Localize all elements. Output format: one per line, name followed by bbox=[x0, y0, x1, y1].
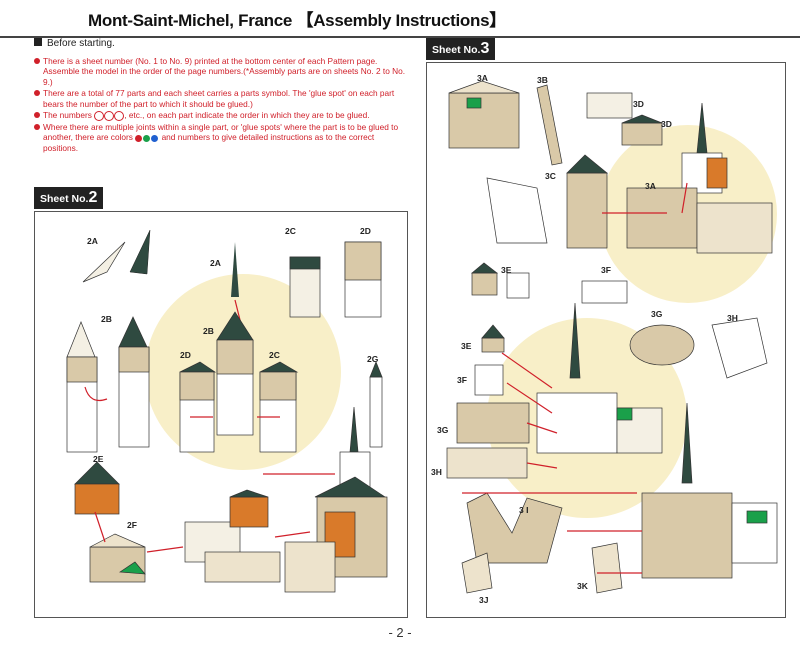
before-starting-heading: Before starting. bbox=[34, 38, 115, 49]
note-text: The numbers bbox=[43, 110, 92, 120]
part-label: 3K bbox=[577, 581, 588, 591]
part-label: 3J bbox=[479, 595, 488, 605]
note-item: Where there are multiple joints within a… bbox=[34, 122, 406, 153]
part-label: 2E bbox=[93, 454, 103, 464]
part-label: 2C bbox=[269, 350, 280, 360]
sheet2-illustration bbox=[35, 212, 407, 617]
circled-number-icon bbox=[104, 111, 114, 121]
part-label: 3D bbox=[633, 99, 644, 109]
part-label: 2D bbox=[180, 350, 191, 360]
part-label: 2G bbox=[367, 354, 378, 364]
part-label: 3F bbox=[457, 375, 467, 385]
sheet2-tab: Sheet No.2 bbox=[34, 187, 103, 209]
part-label: 2C bbox=[285, 226, 296, 236]
part-label: 3D bbox=[661, 119, 672, 129]
part-label: 3A bbox=[477, 73, 488, 83]
part-label: 2D bbox=[360, 226, 371, 236]
part-label: 3C bbox=[545, 171, 556, 181]
part-label: 2B bbox=[101, 314, 112, 324]
sheet3-panel: 3A 3A 3B 3C 3D 3D 3E 3E 3F 3F 3G 3G 3H 3… bbox=[426, 62, 786, 618]
part-label: 3G bbox=[651, 309, 662, 319]
note-item: The numbers , etc., on each part indicat… bbox=[34, 110, 406, 121]
part-label: 2F bbox=[127, 520, 137, 530]
instruction-notes: There is a sheet number (No. 1 to No. 9)… bbox=[34, 56, 406, 154]
header-bar: Mont-Saint-Michel, France 【Assembly Inst… bbox=[0, 0, 800, 38]
before-starting-label: Before starting. bbox=[47, 38, 115, 49]
circled-number-icon bbox=[114, 111, 124, 121]
sheet3-illustration bbox=[427, 63, 785, 617]
circled-number-icon bbox=[94, 111, 104, 121]
note-item: There is a sheet number (No. 1 to No. 9)… bbox=[34, 56, 406, 87]
red-bullet-icon bbox=[34, 112, 40, 118]
sheet-tab-number: 2 bbox=[88, 189, 97, 206]
part-label: 3G bbox=[437, 425, 448, 435]
sheet-tab-label: Sheet No. bbox=[432, 44, 480, 56]
note-item: There are a total of 77 parts and each s… bbox=[34, 88, 406, 109]
part-label: 3 I bbox=[519, 505, 528, 515]
red-dot-icon bbox=[135, 135, 142, 142]
part-label: 3B bbox=[537, 75, 548, 85]
red-bullet-icon bbox=[34, 124, 40, 130]
sheet-tab-number: 3 bbox=[480, 40, 489, 57]
red-bullet-icon bbox=[34, 90, 40, 96]
blue-dot-icon bbox=[151, 135, 158, 142]
note-text: There is a sheet number (No. 1 to No. 9)… bbox=[43, 56, 405, 87]
red-bullet-icon bbox=[34, 58, 40, 64]
page-title: Mont-Saint-Michel, France 【Assembly Inst… bbox=[88, 6, 506, 31]
part-label: 2A bbox=[87, 236, 98, 246]
sheet3-tab: Sheet No.3 bbox=[426, 38, 495, 60]
part-label: 3A bbox=[645, 181, 656, 191]
note-text: , etc., on each part indicate the order … bbox=[124, 110, 369, 120]
part-label: 3F bbox=[601, 265, 611, 275]
sheet2-panel: 2A 2A 2B 2B 2C 2C 2D 2D 2E 2F 2G bbox=[34, 211, 408, 618]
part-label: 3E bbox=[461, 341, 471, 351]
page-number: - 2 - bbox=[0, 625, 800, 640]
note-text: There are a total of 77 parts and each s… bbox=[43, 88, 394, 108]
square-bullet-icon bbox=[34, 38, 42, 46]
part-label: 3H bbox=[431, 467, 442, 477]
sheet-tab-label: Sheet No. bbox=[40, 193, 88, 205]
part-label: 2B bbox=[203, 326, 214, 336]
part-label: 3E bbox=[501, 265, 511, 275]
part-label: 2A bbox=[210, 258, 221, 268]
green-dot-icon bbox=[143, 135, 150, 142]
part-label: 3H bbox=[727, 313, 738, 323]
